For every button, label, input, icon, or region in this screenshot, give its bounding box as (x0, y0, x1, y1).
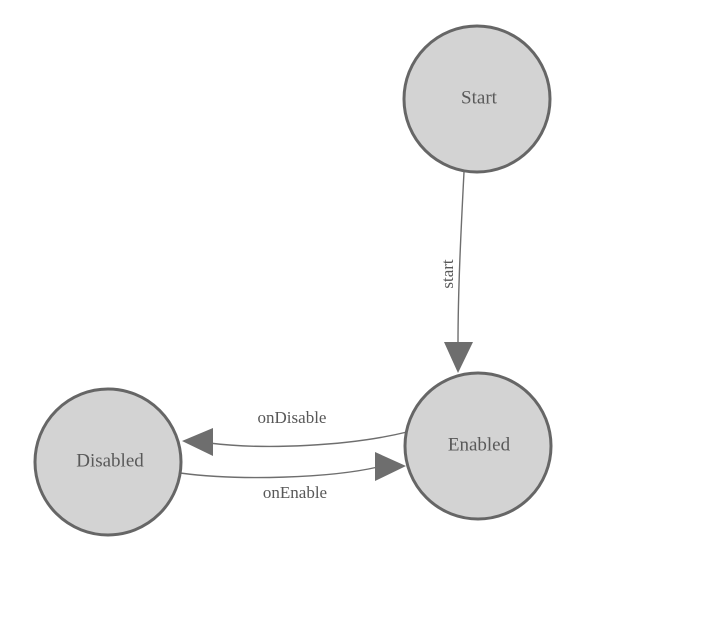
edge-start-to-enabled[interactable]: start (438, 171, 473, 373)
edge-enabled-to-disabled-label: onDisable (258, 408, 327, 427)
edge-start-to-enabled-path (457, 171, 465, 345)
edge-enabled-to-disabled-arrowhead (182, 428, 213, 456)
node-disabled-circle[interactable] (33, 387, 183, 537)
edge-disabled-to-enabled-label: onEnable (263, 483, 327, 502)
node-start-label: Start (461, 87, 498, 108)
edge-enabled-to-disabled-path (208, 431, 408, 448)
node-start-circle[interactable] (402, 24, 552, 174)
node-disabled-label: Disabled (76, 450, 144, 471)
edge-disabled-to-enabled-arrowhead (375, 452, 406, 481)
node-enabled[interactable]: Enabled (403, 371, 553, 521)
edge-enabled-to-disabled[interactable]: onDisable (182, 408, 408, 456)
node-disabled[interactable]: Disabled (33, 387, 183, 537)
node-start[interactable]: Start (402, 24, 552, 174)
edge-disabled-to-enabled-path (179, 466, 379, 479)
edge-start-to-enabled-arrowhead (444, 342, 473, 373)
node-enabled-circle[interactable] (403, 371, 553, 521)
edge-start-to-enabled-label: start (438, 259, 457, 289)
edge-disabled-to-enabled[interactable]: onEnable (179, 452, 406, 502)
node-enabled-label: Enabled (448, 434, 511, 455)
